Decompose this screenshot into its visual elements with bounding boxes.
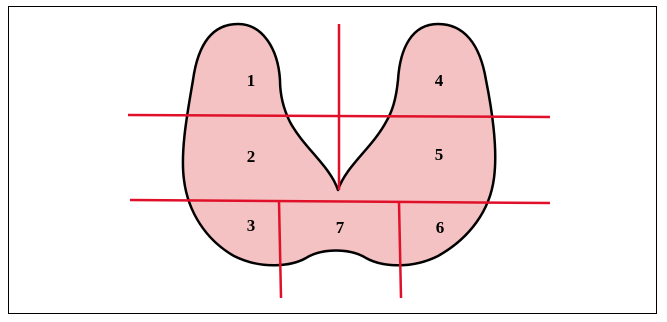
region-4-label: 4 [435,71,444,90]
region-5-label: 5 [435,145,444,164]
region-1-label: 1 [247,71,256,90]
region-7-label: 7 [336,218,345,237]
region-6-label: 6 [436,218,445,237]
region-3-label: 3 [247,216,256,235]
region-2-label: 2 [247,147,256,166]
